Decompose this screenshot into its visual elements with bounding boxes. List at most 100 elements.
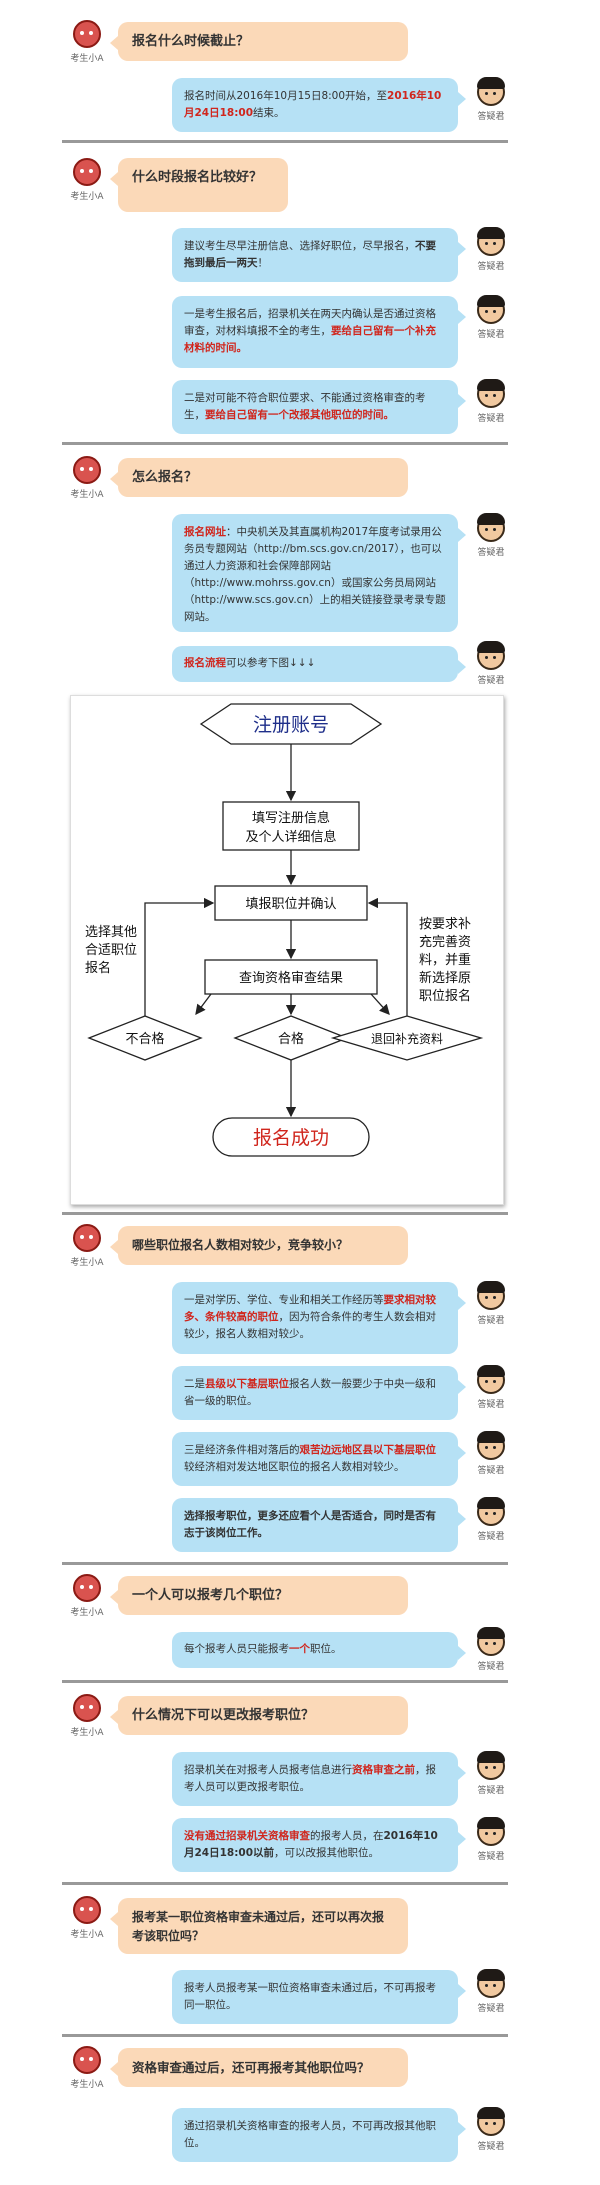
asker-label: 考生小A (70, 1258, 104, 1268)
answer-highlight: 一个 (289, 1643, 310, 1655)
answerer-label: 答疑君 (477, 1786, 505, 1796)
answer-text: 二是对可能不符合职位要求、不能通过资格审查的考生， (184, 392, 426, 421)
answerer-face-icon (477, 77, 505, 106)
answerer-label: 答疑君 (477, 2004, 505, 2014)
answer-text: 可以参考下图↓↓↓ (226, 657, 316, 669)
answerer-label: 答疑君 (477, 1662, 505, 1672)
flow-arrow (367, 897, 408, 1016)
answerer-face-icon (477, 295, 505, 324)
asker-avatar: 考生小A (62, 2046, 112, 2090)
asker-avatar: 考生小A (62, 1574, 112, 1618)
question-text: 什么情况下可以更改报考职位？ (132, 1708, 315, 1723)
answer-highlight: 县级以下基层职位 (205, 1378, 289, 1390)
flow-right-note-4: 新选择原 (419, 970, 471, 986)
answerer-label: 答疑君 (477, 548, 505, 558)
answer-highlight: 报名流程 (184, 657, 226, 669)
answerer-label: 答疑君 (477, 112, 505, 122)
flow-success-label: 报名成功 (253, 1127, 329, 1149)
asker-label: 考生小A (70, 1930, 104, 1940)
answer-highlight: 2016年10月24日18:00 (184, 90, 442, 119)
asker-face-icon (73, 1574, 101, 1602)
answerer-face-icon (477, 1281, 505, 1310)
question-text: 报考某一职位资格审查未通过后，还可以再次报考该职位吗？ (132, 1910, 385, 1943)
flow-left-note-3: 报名 (85, 960, 111, 976)
answerer-label: 答疑君 (477, 1466, 505, 1476)
question-text: 报名什么时候截止？ (132, 34, 250, 49)
answerer-face-icon (477, 513, 505, 542)
asker-face-icon (73, 158, 101, 186)
asker-avatar: 考生小A (62, 1224, 112, 1268)
answer-bubble: 招录机关在对报考人员报考信息进行资格审查之前，报考人员可以更改报考职位。 (172, 1752, 466, 1806)
answer-text: 报名人数一般要少于中央一级和省一级的职位。 (184, 1378, 436, 1407)
flow-arrow (195, 993, 212, 1016)
section-divider (62, 442, 508, 445)
flow-right-note-1: 按要求补 (419, 917, 471, 932)
question-text: 一个人可以报考几个职位？ (132, 1588, 289, 1603)
flow-fill-info-shape (222, 801, 360, 851)
answerer-avatar: 答疑君 (466, 2107, 516, 2152)
flow-left-note-2: 合适职位 (85, 943, 137, 958)
section-divider (62, 1680, 508, 1683)
asker-avatar: 考生小A (62, 456, 112, 500)
question-bubble: 什么时段报名比较好？ (110, 158, 288, 212)
asker-face-icon (73, 2046, 101, 2074)
answer-text: ，因为符合条件的考生人数会相对较少，报名人数相对较少。 (184, 1311, 436, 1340)
question-bubble: 哪些职位报名人数相对较少，竞争较小？ (110, 1226, 408, 1265)
flow-success-shape (212, 1117, 370, 1157)
question-bubble: 一个人可以报考几个职位？ (110, 1576, 408, 1615)
answerer-face-icon (477, 641, 505, 670)
asker-avatar: 考生小A (62, 1896, 112, 1940)
flow-apply-label: 填报职位并确认 (245, 897, 336, 912)
flow-check-label: 查询资格审查结果 (239, 970, 343, 986)
flow-register-shape (199, 703, 383, 745)
answer-text: 报名时间从2016年10月15日8:00开始，至 (184, 90, 388, 102)
section-divider (62, 1882, 508, 1885)
asker-label: 考生小A (70, 1608, 104, 1618)
answerer-face-icon (477, 1497, 505, 1526)
answerer-face-icon (477, 1751, 505, 1780)
answerer-avatar: 答疑君 (466, 1281, 516, 1326)
flow-arrow (370, 993, 390, 1015)
flow-return-label: 退回补充资料 (371, 1031, 443, 1046)
answerer-avatar: 答疑君 (466, 1969, 516, 2014)
asker-label: 考生小A (70, 54, 104, 64)
answer-text: 职位。 (310, 1643, 342, 1655)
answer-text: ！ (257, 257, 269, 269)
answer-text: 报考人员报考某一职位资格审查未通过后，不可再报考同一职位。 (184, 1982, 436, 2011)
answer-bubble: 每个报考人员只能报考一个职位。 (172, 1632, 466, 1668)
asker-avatar: 考生小A (62, 158, 112, 202)
answerer-label: 答疑君 (477, 330, 505, 340)
answerer-avatar: 答疑君 (466, 1431, 516, 1476)
answerer-label: 答疑君 (477, 262, 505, 272)
answerer-face-icon (477, 227, 505, 256)
answer-bubble: 二是对可能不符合职位要求、不能通过资格审查的考生，要给自己留有一个改报其他职位的… (172, 380, 466, 434)
answer-highlight: 要给自己留有一个改报其他职位的时间。 (205, 409, 394, 421)
answer-text: 通过招录机关资格审查的报考人员，不可再改报其他职位。 (184, 2120, 436, 2149)
answer-text: 招录机关在对报考人员报考信息进行 (184, 1764, 352, 1776)
flow-left-note-1: 选择其他 (85, 925, 137, 940)
answerer-face-icon (477, 1365, 505, 1394)
answer-highlight: 要求相对较多、条件较高的职位 (184, 1294, 436, 1323)
answerer-avatar: 答疑君 (466, 295, 516, 340)
question-bubble: 怎么报名？ (110, 458, 408, 497)
answer-text: ，报考人员可以更改报考职位。 (184, 1764, 436, 1793)
answer-bubble: 报名流程可以参考下图↓↓↓ (172, 646, 466, 682)
asker-face-icon (73, 1694, 101, 1722)
answerer-label: 答疑君 (477, 1852, 505, 1862)
answerer-avatar: 答疑君 (466, 1365, 516, 1410)
flowchart-svg: 注册账号 填写注册信息 及个人详细信息 填报职位并确认 查询资格审查结果 不合格… (85, 703, 484, 1157)
asker-label: 考生小A (70, 192, 104, 202)
flow-return-shape (330, 1015, 484, 1061)
flow-right-note-2: 充完善资 (419, 934, 471, 950)
answer-text: 的报考人员，在 (310, 1830, 384, 1842)
answerer-label: 答疑君 (477, 1532, 505, 1542)
answer-bubble: 三是经济条件相对落后的艰苦边远地区县以下基层职位较经济相对发达地区职位的报名人数… (172, 1432, 466, 1486)
answer-highlight: 2016年10月24日18:00以前 (184, 1830, 438, 1859)
asker-face-icon (73, 456, 101, 484)
flow-arrow (144, 897, 215, 1016)
answer-text: 建议考生尽早注册信息、选择好职位，尽早报名， (184, 240, 415, 252)
answerer-avatar: 答疑君 (466, 1751, 516, 1796)
answer-bubble: 报名时间从2016年10月15日8:00开始，至2016年10月24日18:00… (172, 78, 466, 132)
answerer-label: 答疑君 (477, 1400, 505, 1410)
answerer-avatar: 答疑君 (466, 227, 516, 272)
